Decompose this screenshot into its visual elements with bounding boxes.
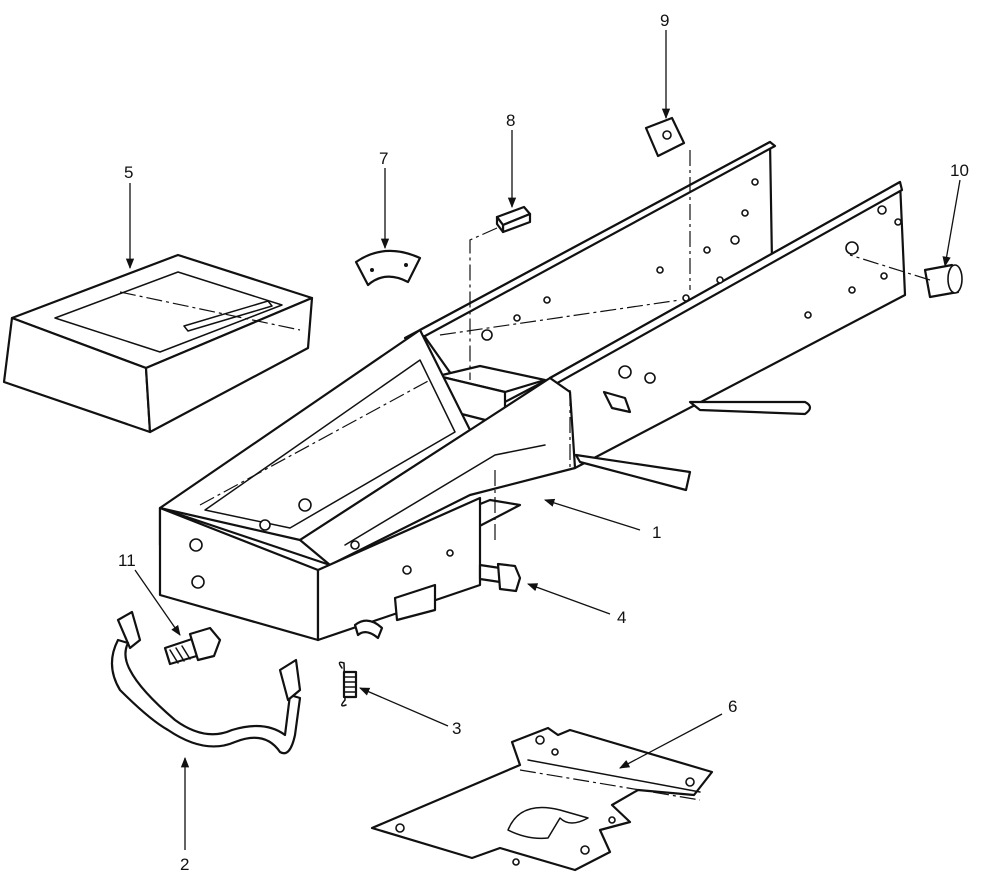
callout-10: 10 <box>950 161 969 180</box>
pad-part-7 <box>354 249 422 287</box>
plate-part-6 <box>370 726 714 872</box>
callout-7: 7 <box>379 149 388 168</box>
callout-4: 4 <box>617 608 626 627</box>
callout-11: 11 <box>118 551 136 570</box>
spring-part-3 <box>338 661 358 707</box>
assembly-center-lines <box>119 150 931 801</box>
block-part-8 <box>495 205 532 234</box>
callout-1: 1 <box>652 523 661 542</box>
callout-3: 3 <box>452 719 461 738</box>
callout-6: 6 <box>728 697 737 716</box>
bushing-part-10 <box>923 263 963 299</box>
leader-lines <box>125 30 961 850</box>
bolt-part-4 <box>478 562 522 593</box>
main-frame-part-1 <box>158 140 907 642</box>
clip-part-9 <box>644 116 686 158</box>
callout-9: 9 <box>660 11 669 30</box>
callout-labels: 1 2 3 4 5 6 7 8 9 10 11 <box>118 11 969 874</box>
callout-2: 2 <box>180 855 189 874</box>
cover-part-5 <box>2 253 314 434</box>
callout-8: 8 <box>506 111 515 130</box>
callout-5: 5 <box>124 163 133 182</box>
bolt-part-11 <box>163 626 222 666</box>
strap-part-2 <box>110 610 302 755</box>
